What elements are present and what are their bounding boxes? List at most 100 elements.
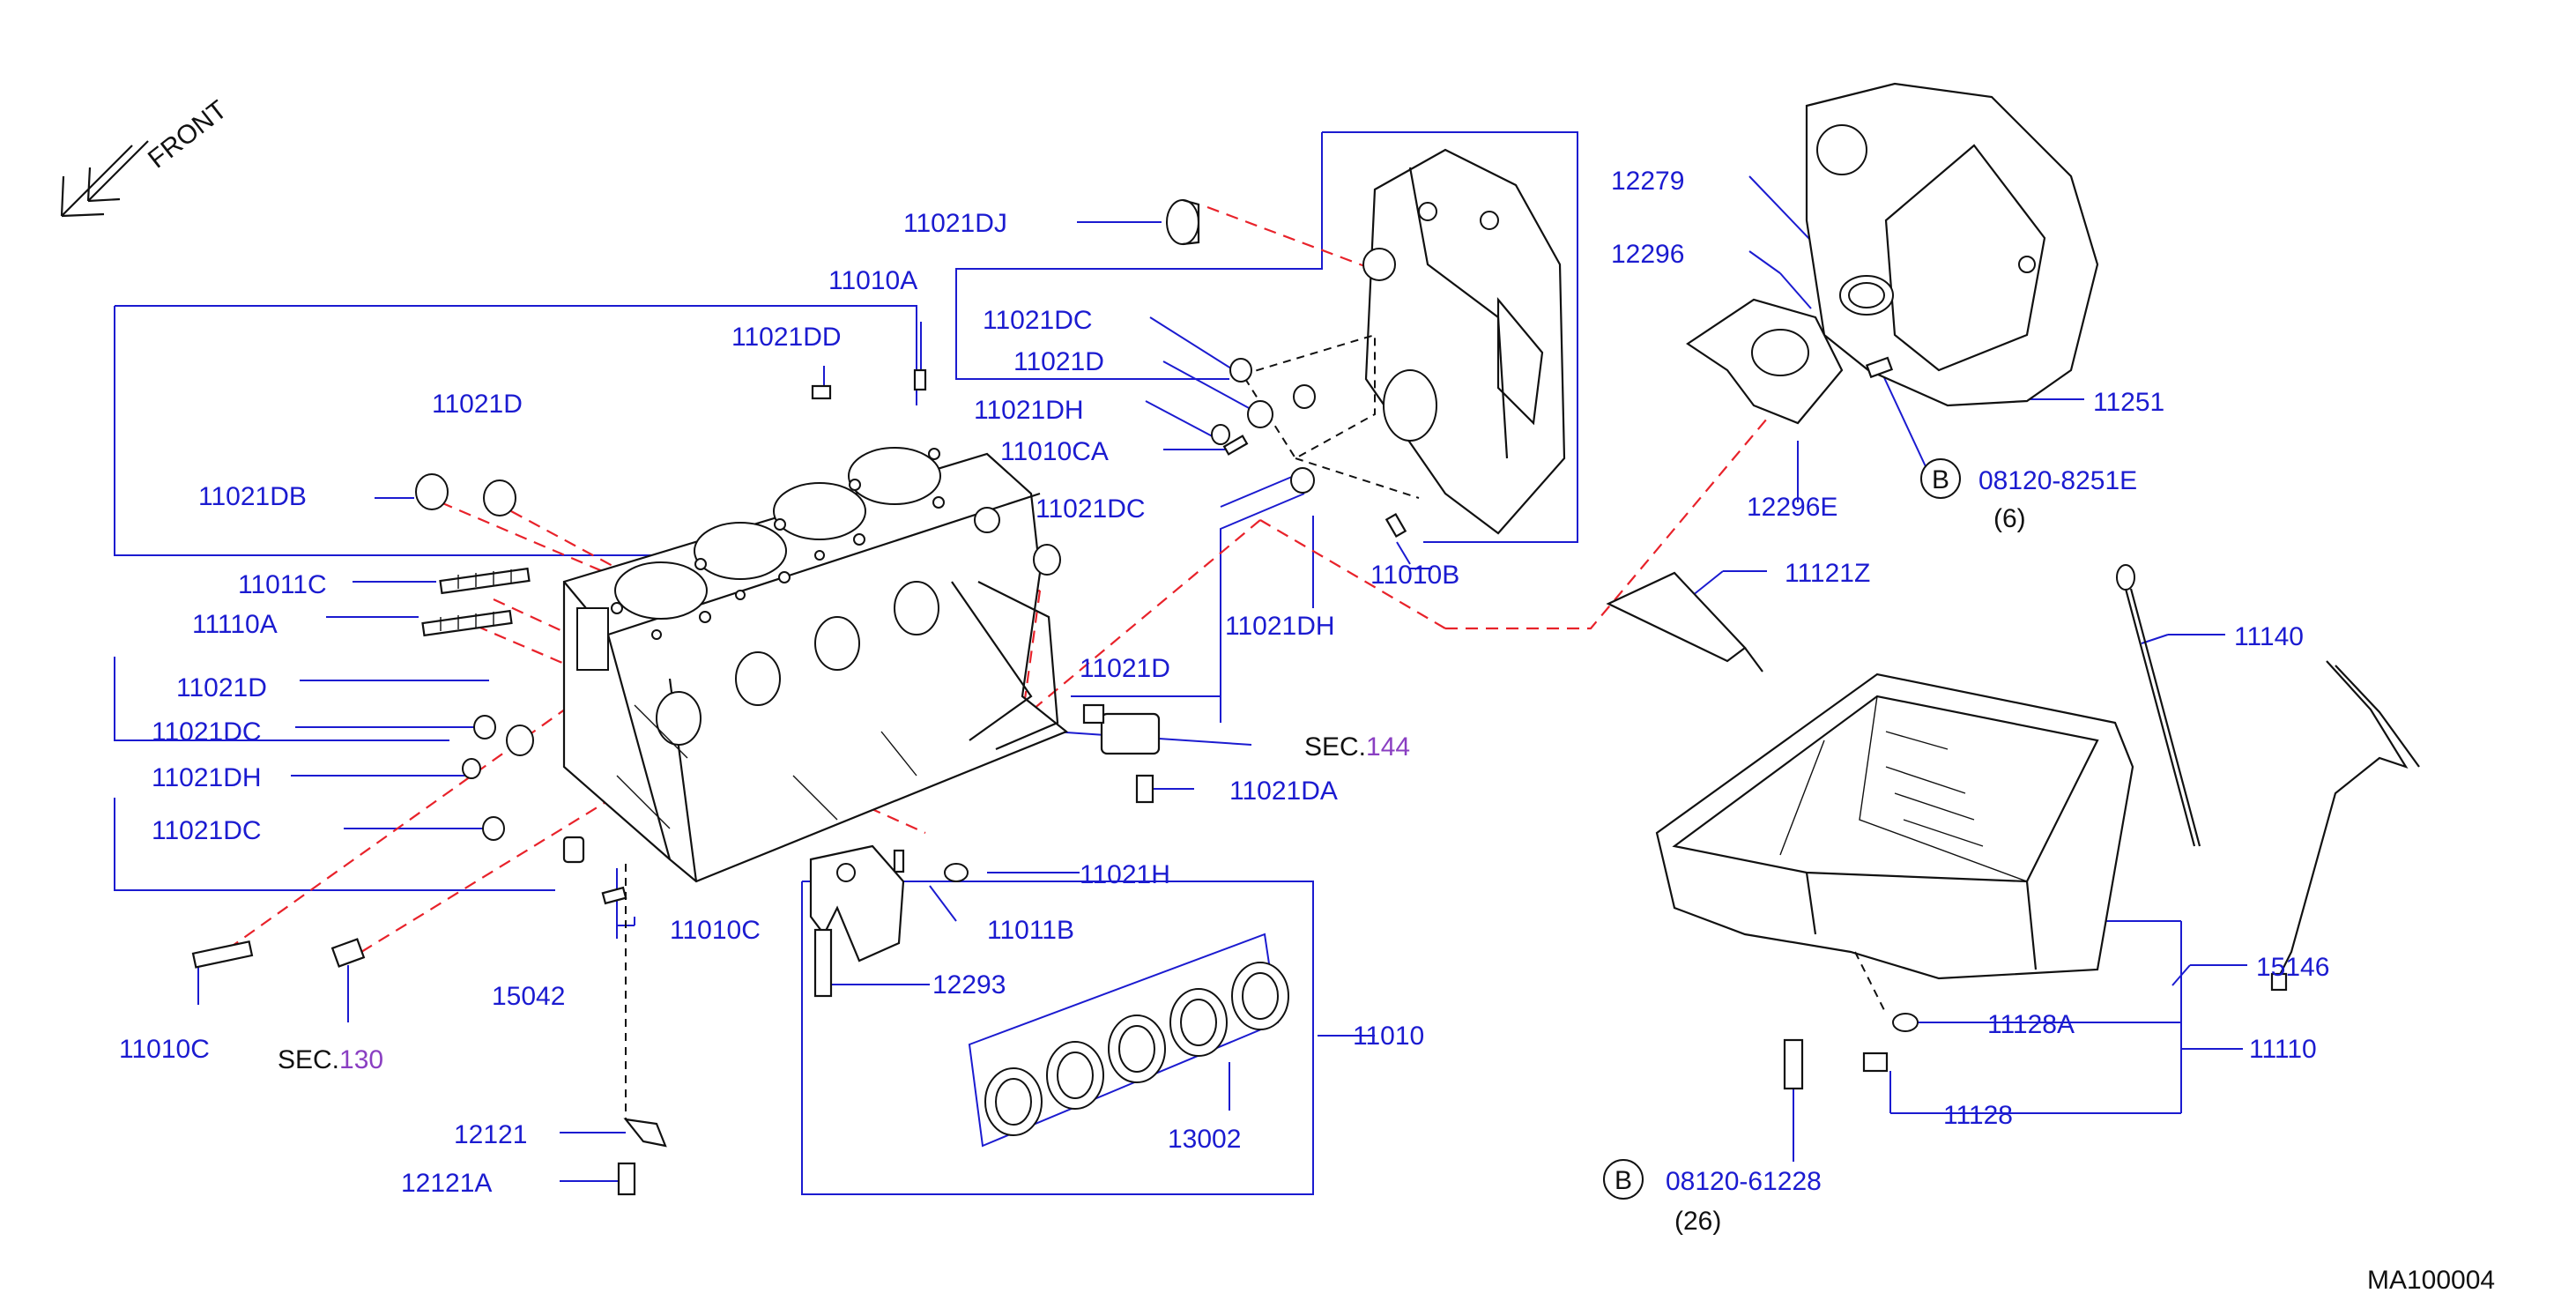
label-11011C: 11011C xyxy=(238,570,327,599)
drain-path xyxy=(1854,951,1887,1014)
label-11121Z: 11121Z xyxy=(1785,559,1870,588)
label-15042: 15042 xyxy=(492,982,565,1011)
plug-11021D-b xyxy=(1247,400,1273,428)
dowel-11010B xyxy=(1385,512,1407,539)
label-11128: 11128 xyxy=(1943,1101,2013,1130)
label-11021D-d: 11021D xyxy=(176,673,267,702)
label-12293: 12293 xyxy=(932,970,1006,1000)
plug-11021DC-b xyxy=(1293,384,1316,409)
callout-brackets xyxy=(114,131,2243,1195)
seal-12279 xyxy=(1839,275,1894,316)
dowel-11010C-a xyxy=(601,886,627,905)
bolt-08120-61228 xyxy=(1783,1038,1804,1090)
plug-11021DH-b xyxy=(1290,467,1315,494)
label-11021DC-b: 11021DC xyxy=(1036,494,1146,524)
dowel-11010A xyxy=(913,368,927,391)
seal-retainer-12296 xyxy=(1686,298,1844,425)
label-11021DC-c: 11021DC xyxy=(152,717,262,747)
label-11021DC-a: 11021DC xyxy=(983,306,1093,335)
rear-plate-11251 xyxy=(1805,82,2099,407)
label-11010B: 11010B xyxy=(1370,561,1459,590)
bolt-marker-lower-letter: B xyxy=(1615,1166,1632,1195)
label-12121A: 12121A xyxy=(401,1169,492,1198)
label-11010: 11010 xyxy=(1353,1022,1424,1051)
cylinder-block xyxy=(562,447,1069,883)
label-11021D-a: 11021D xyxy=(432,390,523,419)
label-11140: 11140 xyxy=(2234,622,2304,651)
plug-11021D-a xyxy=(483,479,516,517)
plug-sec130 xyxy=(330,938,366,968)
leader-lines xyxy=(197,175,2247,1182)
sec-144-reference: SEC.144 xyxy=(1304,732,1410,762)
label-11021DD: 11021DD xyxy=(731,323,842,352)
plug-11021DB xyxy=(415,473,449,510)
drain-plug-11128 xyxy=(1862,1052,1889,1073)
label-11010C-a: 11010C xyxy=(670,916,761,945)
label-11010C-b: 11010C xyxy=(119,1035,210,1064)
bolt-marker-upper: B xyxy=(1920,458,1961,499)
label-11110A: 11110A xyxy=(192,610,278,639)
dowel-11011B xyxy=(893,849,905,873)
label-08120-61228: 08120-61228 xyxy=(1666,1167,1822,1196)
label-12296E: 12296E xyxy=(1747,493,1837,522)
plug-11021DH-c xyxy=(462,758,481,779)
plug-11021D-c xyxy=(1033,544,1061,576)
bolt-marker-lower-qty: (26) xyxy=(1674,1207,1721,1236)
label-11251: 11251 xyxy=(2093,388,2164,417)
label-11021D-b: 11021D xyxy=(1013,347,1104,376)
diagram-code: MA100004 xyxy=(2367,1266,2495,1295)
label-11021DJ: 11021DJ xyxy=(903,209,1007,238)
bolt-marker-upper-letter: B xyxy=(1932,465,1949,494)
label-12296: 12296 xyxy=(1611,240,1684,269)
plug-11021DC-a xyxy=(1229,358,1252,383)
bearing-set-13002 xyxy=(968,933,1289,1148)
label-11021DH-b: 11021DH xyxy=(1225,612,1335,641)
label-11021D-c: 11021D xyxy=(1080,654,1170,683)
label-15146: 15146 xyxy=(2256,953,2329,982)
oil-pan-11110 xyxy=(1655,673,2134,980)
stud-11110A xyxy=(421,609,513,637)
plug-11021DH-a xyxy=(1211,424,1230,445)
dipstick-guide-15146 xyxy=(2270,660,2420,992)
label-11110: 11110 xyxy=(2249,1035,2317,1064)
stud-11011C xyxy=(439,567,531,595)
label-11021DH-c: 11021DH xyxy=(152,763,262,792)
plug-11021DA xyxy=(1135,774,1154,804)
dowel-11010CA xyxy=(1222,435,1249,456)
label-08120-8251E: 08120-8251E xyxy=(1978,466,2137,495)
block-dash-outline xyxy=(1241,333,1420,499)
bolt-12293 xyxy=(813,928,833,998)
sealant-tube-11121Z xyxy=(1606,571,1763,673)
label-11021DB: 11021DB xyxy=(198,482,307,511)
plug-11021DJ xyxy=(1166,198,1200,246)
label-13002: 13002 xyxy=(1168,1125,1241,1154)
plug-11021DC-d xyxy=(482,816,505,841)
fitting-sec144 xyxy=(1082,703,1161,755)
label-12121: 12121 xyxy=(454,1120,527,1149)
label-11021DA: 11021DA xyxy=(1229,777,1338,806)
dowel-11010C-b xyxy=(191,940,254,969)
label-11011B: 11011B xyxy=(987,916,1074,945)
label-11021H: 11021H xyxy=(1080,860,1170,889)
plug-11021H xyxy=(944,863,969,882)
front-direction-arrow-icon xyxy=(60,140,149,218)
bolt-marker-upper-qty: (6) xyxy=(1993,504,2026,533)
bracket-12121 xyxy=(617,1118,667,1196)
label-11010A: 11010A xyxy=(828,266,917,295)
rear-block-view xyxy=(1362,148,1566,535)
plug-11021DD xyxy=(811,384,832,400)
plug-11021D-d xyxy=(506,725,534,756)
bolt-marker-lower: B xyxy=(1603,1159,1644,1200)
label-11128A: 11128A xyxy=(1987,1010,2075,1039)
dipstick-11140 xyxy=(2116,564,2201,847)
plug-11021DC-c xyxy=(473,715,496,739)
bearing-cap xyxy=(809,844,905,962)
front-label: FRONT xyxy=(143,95,233,175)
plug-15042 xyxy=(562,836,585,864)
bolt-08120-8251E xyxy=(1865,356,1894,379)
label-12279: 12279 xyxy=(1611,167,1684,196)
label-11021DH-a: 11021DH xyxy=(974,396,1084,425)
label-11021DC-d: 11021DC xyxy=(152,816,262,845)
part-number-labels: 11021DJ 11010A 11021DD 11021D 11021DB 11… xyxy=(119,167,2329,1198)
